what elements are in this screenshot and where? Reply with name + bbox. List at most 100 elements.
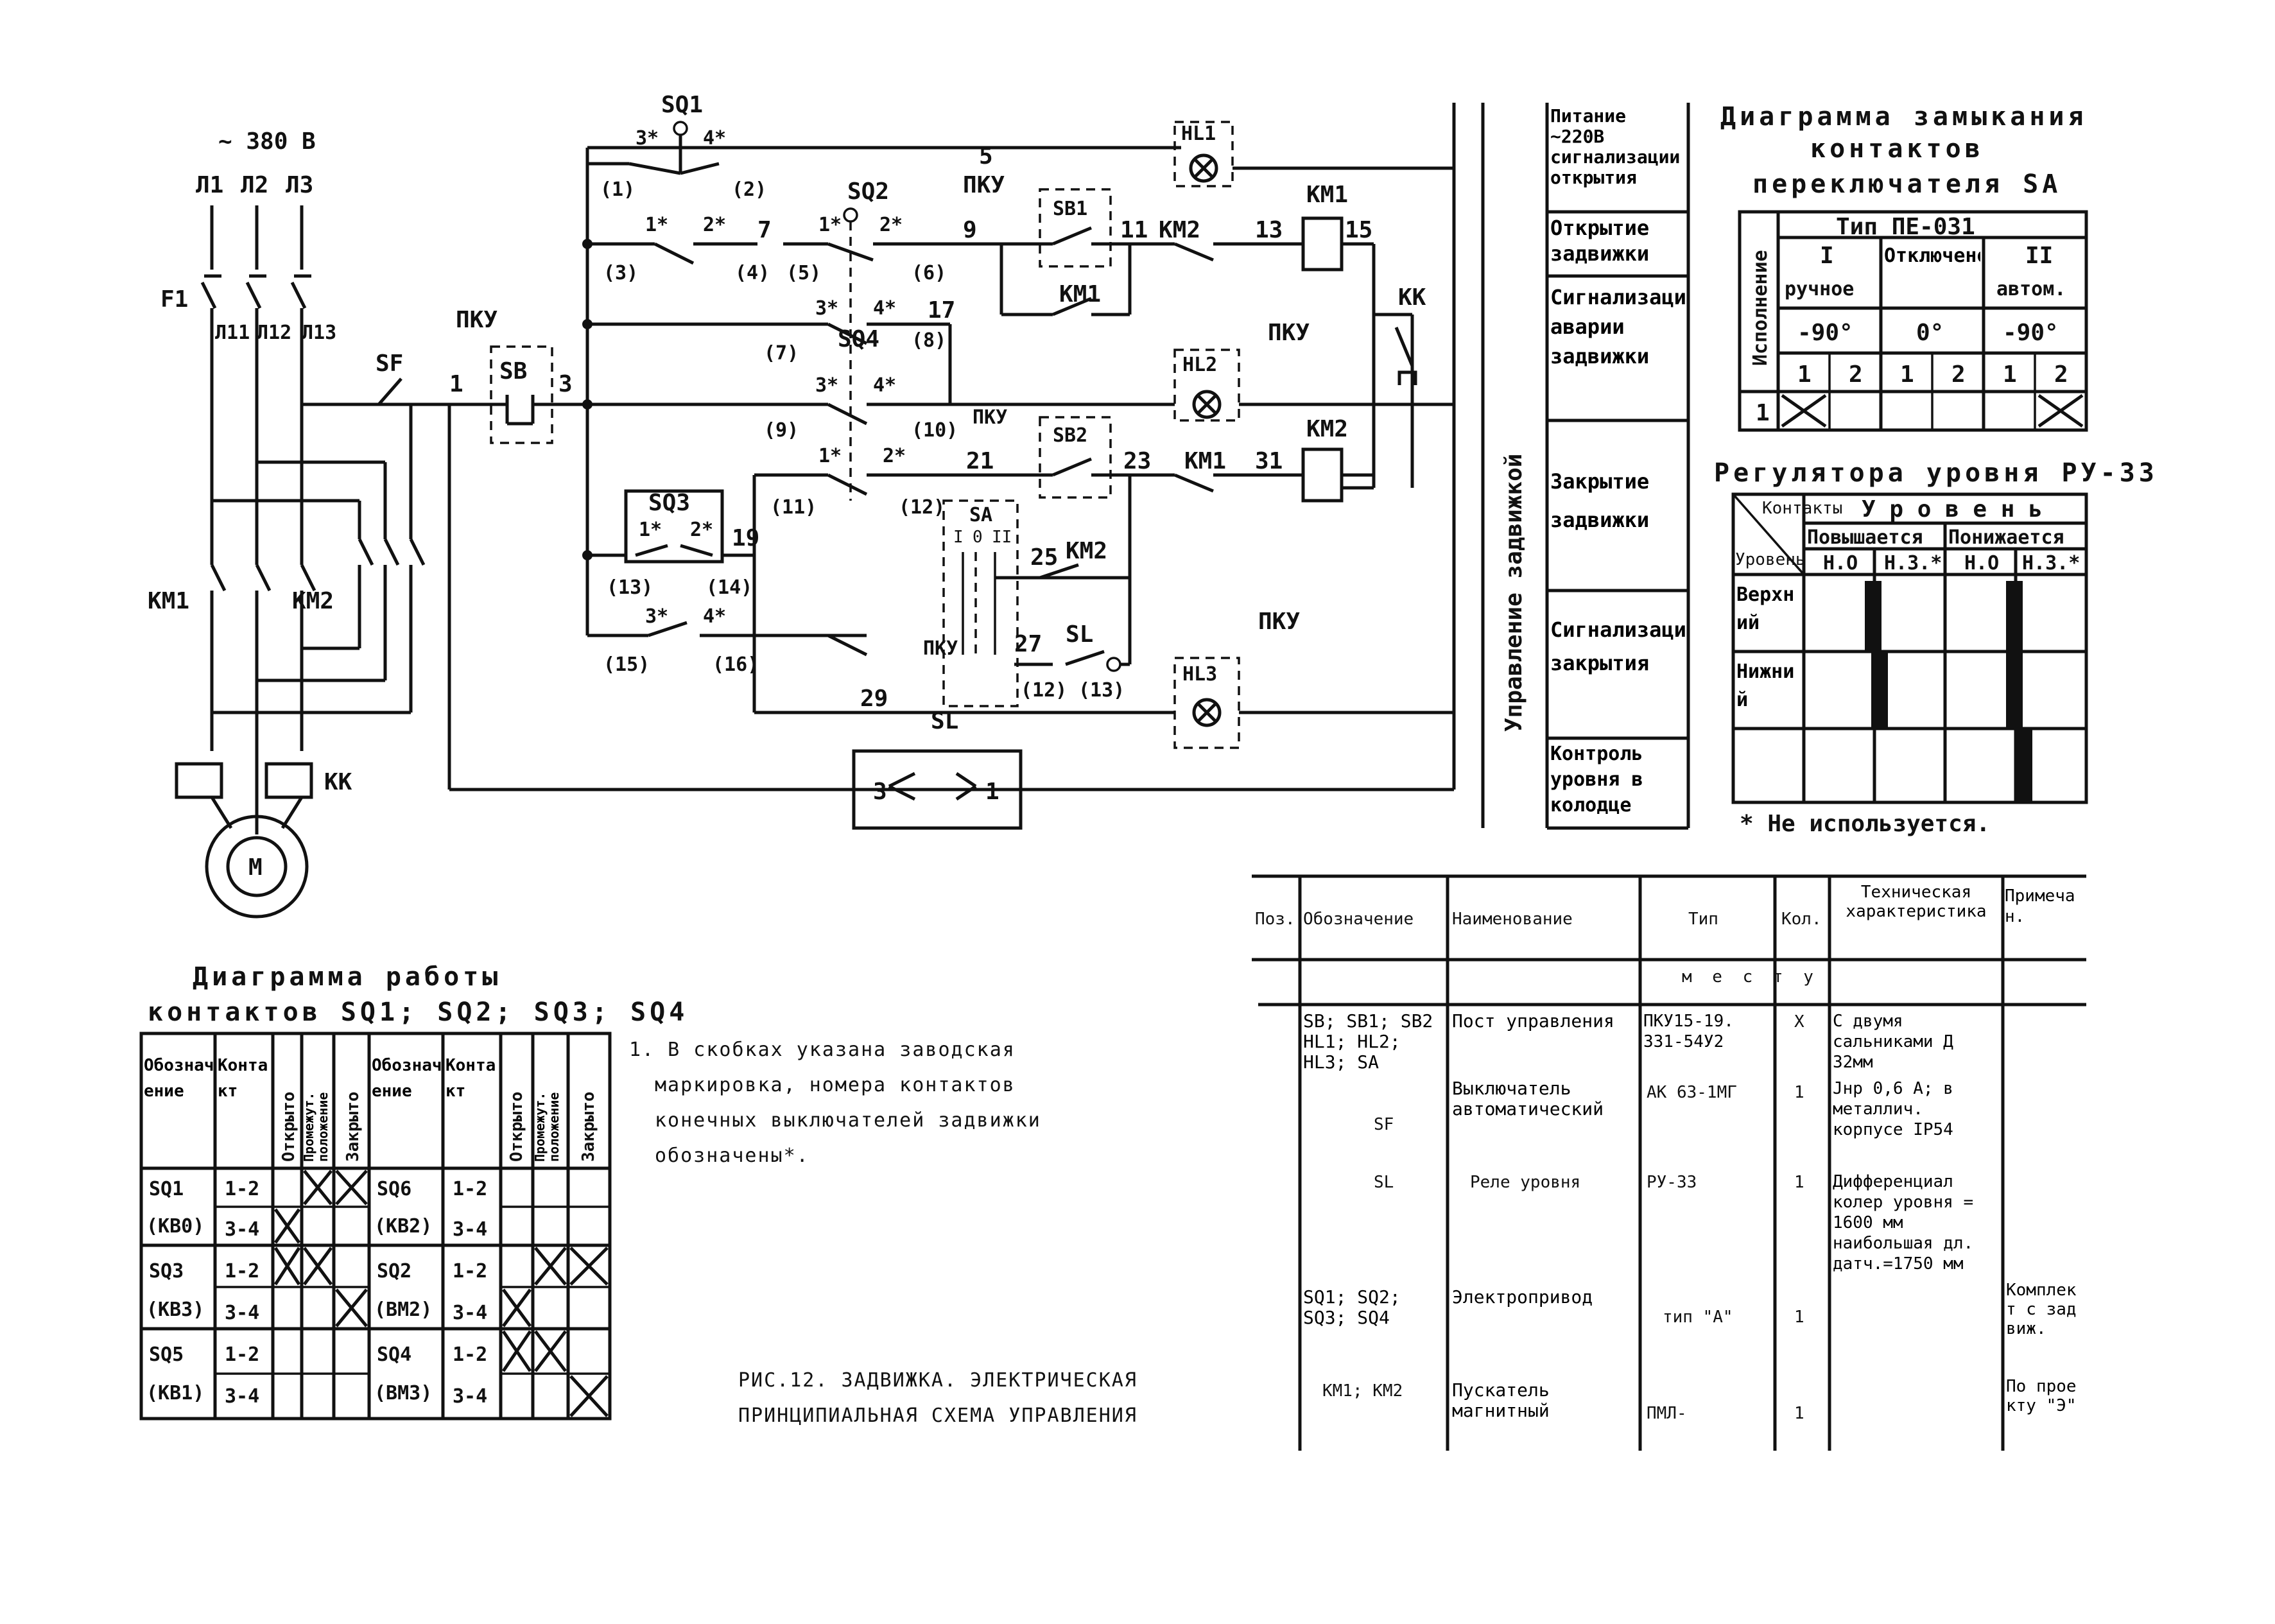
mark-12: (12) xyxy=(899,496,945,519)
sa-angle-1: -90° xyxy=(1797,320,1853,346)
spec-3-note: Комплект с задвиж. xyxy=(2006,1281,2077,1338)
cd-left-1-c1: 3-4 xyxy=(225,1302,259,1324)
cd-mark-right-1-1-0 xyxy=(501,1288,532,1327)
supply-label: ~ 380 В xyxy=(218,128,316,155)
sa-closing-diagram: Диаграмма замыкания контактов переключат… xyxy=(1720,102,2088,432)
km1-coil xyxy=(1301,216,1344,272)
km2-coil-label: КМ2 xyxy=(1306,416,1348,442)
mark-13: (13) xyxy=(607,576,653,599)
lr-corner-top: Контакты xyxy=(1762,499,1842,518)
lr-rising: Повышается xyxy=(1807,526,1923,549)
sq3-mark-2: 2* xyxy=(690,519,713,541)
cd-mark-left-1-0-0 xyxy=(273,1247,301,1286)
sa-angle-3: -90° xyxy=(2003,320,2059,346)
cd-right-1-c1: 3-4 xyxy=(453,1302,487,1324)
hl3-box xyxy=(1173,657,1240,749)
contact-state-marks xyxy=(273,1170,609,1417)
sb-label: SB xyxy=(499,358,527,384)
spec-3-des: SQ1; SQ2; SQ3; SQ4 xyxy=(1303,1287,1401,1328)
sa-closed-mark-5 xyxy=(2037,393,2084,428)
cd-left-0-name: SQ1 xyxy=(149,1178,184,1200)
sl-contact-label: SL xyxy=(1066,621,1093,648)
cd-mark-right-1-0-1 xyxy=(534,1247,567,1286)
wire-7: 7 xyxy=(757,217,772,243)
hl3-label: HL3 xyxy=(1182,663,1217,686)
hl3-lamp xyxy=(1192,698,1222,727)
sa-pos-2: II xyxy=(992,528,1012,547)
motor-label: М xyxy=(248,854,263,881)
sa-side-label: Исполнение xyxy=(1749,250,1772,366)
lr-bar-4 xyxy=(2016,729,2032,802)
lr-corner-bottom: Уровень xyxy=(1735,550,1806,569)
sa-box xyxy=(942,499,1019,707)
mark-16: (16) xyxy=(713,653,759,676)
kk-power-label: КК xyxy=(324,769,352,795)
spec-head-qty: Кол. xyxy=(1781,910,1822,929)
sa-pos-name-3: автом. xyxy=(1996,278,2066,300)
sa-contact-5: 2 xyxy=(2054,361,2068,388)
sb1-box xyxy=(1039,188,1112,268)
cd-title: Диаграмма работы xyxy=(193,962,501,992)
sa-pos-num-1: I xyxy=(1820,243,1834,269)
thermal-element-right xyxy=(264,762,313,799)
spec-head-tech: Техническая характеристика xyxy=(1846,883,1987,921)
cd-mark-left-0-1-0 xyxy=(273,1208,301,1244)
cd-head-mid-right: Промежут. положение xyxy=(533,1092,562,1162)
note-line-4: обозначены*. xyxy=(655,1145,809,1167)
lr-ct-1: Н.О xyxy=(1823,552,1858,574)
sq4a-mark-4: 4* xyxy=(873,297,896,320)
sa-title-2: контактов xyxy=(1810,134,1984,164)
mark-8: (8) xyxy=(912,329,946,352)
alarm-post-label: ПКУ xyxy=(973,406,1007,429)
km2-hold-label: КМ2 xyxy=(1066,538,1107,564)
spec-2-qty: 1 xyxy=(1794,1173,1804,1192)
cd-left-2-sub: (КВ1) xyxy=(146,1382,204,1404)
km1-coil-label: КМ1 xyxy=(1306,182,1348,208)
phase-l1-label: Л1 xyxy=(196,172,223,198)
sq2-mark-2: 2* xyxy=(879,214,903,236)
sa-pos-num-3: II xyxy=(2025,243,2053,269)
spec-4-des: КМ1; КМ2 xyxy=(1322,1381,1403,1401)
lr-row-upper: Верхний xyxy=(1736,583,1795,634)
section-row-1: Питание ~220В сигнализации открытия xyxy=(1550,106,1681,188)
phase-l13-label: Л13 xyxy=(302,322,336,344)
wire-11: 11 xyxy=(1120,217,1148,243)
motor-outer-circle xyxy=(205,815,309,919)
spec-0-name: Пост управления xyxy=(1452,1011,1614,1032)
spec-4-qty: 1 xyxy=(1794,1404,1804,1423)
spec-3-type: тип "А" xyxy=(1663,1308,1733,1327)
cd-head-designation-left: Обозначение xyxy=(144,1056,214,1101)
kk-control-label: КК xyxy=(1398,284,1426,311)
mark-4: (4) xyxy=(735,262,770,284)
spec-group: м е с т у xyxy=(1682,967,1819,987)
cd-left-0-c1: 3-4 xyxy=(225,1218,259,1241)
sq3-mark-1: 1* xyxy=(639,519,662,541)
sa-pos-1: I xyxy=(953,528,964,547)
km1-power-label: КМ1 xyxy=(148,588,189,614)
spec-head-name: Наименование xyxy=(1452,910,1573,929)
spec-4-note: По проекту "Э" xyxy=(2006,1377,2077,1415)
sq1-mark-3: 3* xyxy=(636,127,659,150)
lr-falling: Понижается xyxy=(1948,526,2064,549)
sa-label: SA xyxy=(969,504,992,526)
mark-2: (2) xyxy=(732,178,766,201)
stop-post-label: ПКУ xyxy=(456,307,497,333)
sa-type-label: Тип ПЕ-031 xyxy=(1836,214,1975,240)
wire-3: 3 xyxy=(558,371,573,397)
wire-5: 5 xyxy=(979,143,993,169)
sb2-label: SB2 xyxy=(1053,424,1087,447)
hl2-label: HL2 xyxy=(1182,354,1217,376)
fuse-switch xyxy=(200,274,311,309)
sq4-label: SQ4 xyxy=(838,326,879,352)
spec-1-qty: 1 xyxy=(1794,1083,1804,1102)
hl2-post-label: ПКУ xyxy=(1268,320,1310,346)
fuse-label: F1 xyxy=(160,286,188,313)
cd-subtitle: контактов SQ1; SQ2; SQ3; SQ4 xyxy=(148,998,688,1027)
sq3-box xyxy=(624,489,724,564)
cd-left-2-c0: 1-2 xyxy=(225,1343,259,1366)
sq2-mark-1: 1* xyxy=(818,214,842,236)
cd-mark-left-1-0-1 xyxy=(302,1247,333,1286)
cd-right-1-c0: 1-2 xyxy=(453,1260,487,1283)
sq1-mark-4: 4* xyxy=(703,127,726,150)
cd-head-contact-right: Контакт xyxy=(445,1056,496,1101)
